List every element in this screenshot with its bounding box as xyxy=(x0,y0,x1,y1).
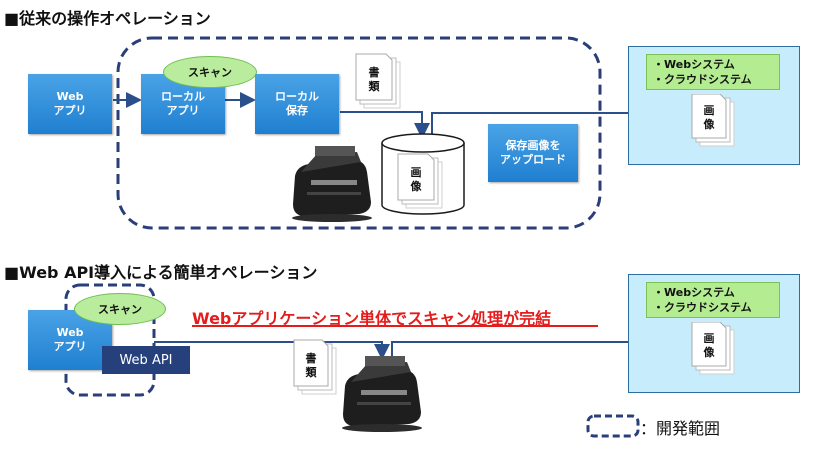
system-image-label: 画像 xyxy=(703,332,715,359)
scan-oval: スキャン xyxy=(163,56,257,88)
document-stack-icon xyxy=(691,94,735,147)
scanner-icon xyxy=(342,356,422,432)
local-save-box: ローカル保存 xyxy=(255,74,339,134)
legend-dashed-box xyxy=(586,414,640,438)
document-stack-icon xyxy=(691,322,735,375)
document-stack-icon xyxy=(355,53,401,109)
document-stack-icon xyxy=(293,339,337,395)
legend-label: ：開発範囲 xyxy=(640,419,721,438)
dev-scope-top xyxy=(116,36,602,230)
system-list: ・Webシステム・クラウドシステム xyxy=(646,54,780,90)
system-image-label: 画像 xyxy=(703,104,715,131)
image-label: 画像 xyxy=(410,166,422,193)
document-label: 書類 xyxy=(368,66,380,93)
section-title-webapi: ■Web API導入による簡単オペレーション xyxy=(4,263,318,282)
scan-oval: スキャン xyxy=(74,293,166,325)
scanner-icon xyxy=(292,146,372,222)
upload-box: 保存画像をアップロード xyxy=(488,124,578,182)
system-list: ・Webシステム・クラウドシステム xyxy=(646,282,780,318)
section-title-conventional: ■従来の操作オペレーション xyxy=(4,9,211,28)
document-stack-icon xyxy=(397,153,443,209)
web-api-box: Web API xyxy=(102,346,190,374)
completion-message: Webアプリケーション単体でスキャン処理が完結 xyxy=(192,309,552,328)
document-label: 書類 xyxy=(305,352,317,379)
